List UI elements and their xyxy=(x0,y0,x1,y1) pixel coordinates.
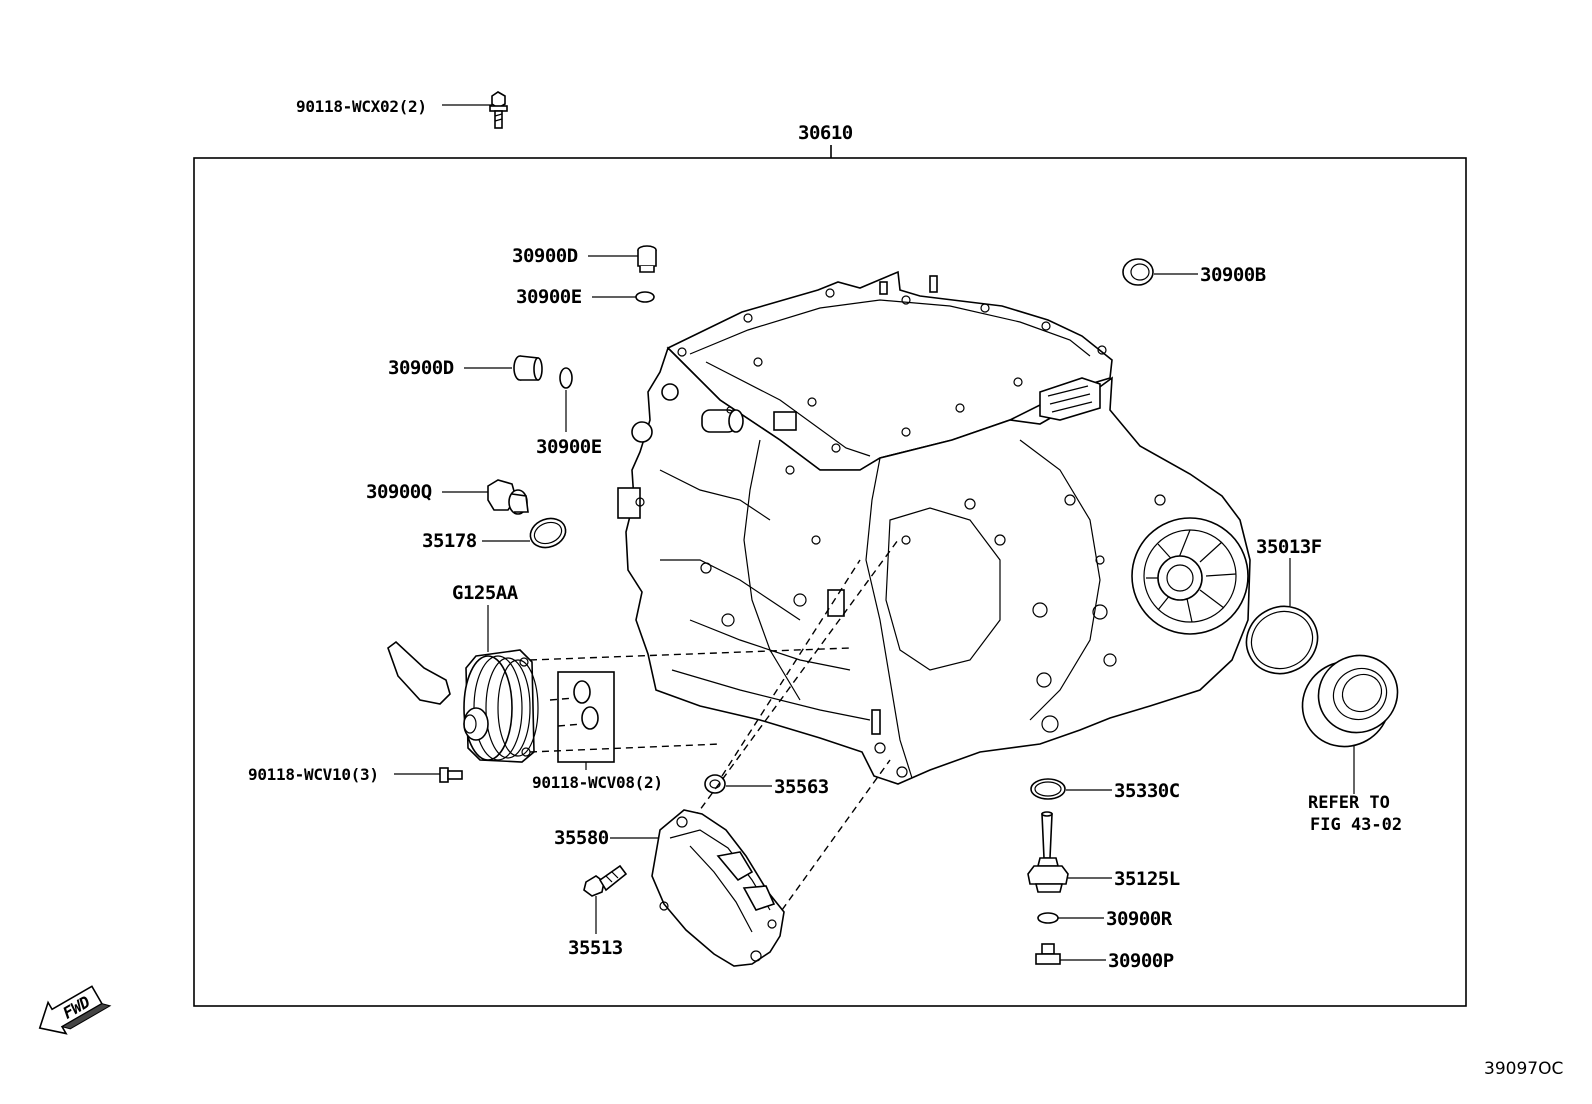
label-30900p[interactable]: 30900P xyxy=(1108,950,1174,972)
label-35580[interactable]: 35580 xyxy=(554,827,609,849)
plug-30900p-part xyxy=(1035,943,1061,965)
label-90118-wcv10[interactable]: 90118-WCV10(3) xyxy=(248,765,379,784)
label-30900d-1[interactable]: 30900D xyxy=(512,245,578,267)
figure-number: 39097OC xyxy=(1484,1059,1563,1079)
dash-cooler-top xyxy=(529,647,851,661)
oring-2-part xyxy=(581,706,599,730)
assembly-frame xyxy=(193,157,1467,1007)
bolt-35513-part xyxy=(583,864,628,897)
ring-30900e-2-part xyxy=(559,367,573,389)
label-35330c[interactable]: 35330C xyxy=(1114,780,1180,802)
label-35513[interactable]: 35513 xyxy=(568,937,623,959)
oil-cooler-g125aa-part xyxy=(387,640,539,763)
sensor-35125l-part xyxy=(1027,811,1069,893)
plug-30900d-1-part xyxy=(637,245,657,273)
label-refer-line2[interactable]: FIG 43-02 xyxy=(1310,815,1402,835)
label-90118-wcv08[interactable]: 90118-WCV08(2) xyxy=(532,773,663,792)
label-35013f[interactable]: 35013F xyxy=(1256,536,1322,558)
label-30900d-2[interactable]: 30900D xyxy=(388,357,454,379)
bolt-90118-wcv10-part xyxy=(439,767,463,783)
ring-35013f-part xyxy=(1245,605,1319,675)
label-35563[interactable]: 35563 xyxy=(774,776,829,798)
label-30610[interactable]: 30610 xyxy=(798,122,853,144)
dash-cooler-bottom xyxy=(529,743,721,753)
oil-seal-refer-part xyxy=(1301,654,1399,748)
transaxle-housing xyxy=(617,270,1251,785)
oil-pump-35580-part xyxy=(651,809,785,967)
ring-35178-part xyxy=(529,517,567,549)
oring-1-part xyxy=(573,680,591,704)
ring-30900e-1-part xyxy=(635,291,655,303)
label-30900e-1[interactable]: 30900E xyxy=(516,286,582,308)
label-35125l[interactable]: 35125L xyxy=(1114,868,1180,890)
plug-30900q-part xyxy=(487,479,529,515)
ring-30900r-part xyxy=(1037,912,1059,924)
label-30900b[interactable]: 30900B xyxy=(1200,264,1266,286)
label-30900q[interactable]: 30900Q xyxy=(366,481,432,503)
bolt-holes xyxy=(635,288,1166,778)
dash-pump-2 xyxy=(781,759,891,911)
label-35178[interactable]: 35178 xyxy=(422,530,477,552)
label-g125aa[interactable]: G125AA xyxy=(452,582,519,604)
label-30900r[interactable]: 30900R xyxy=(1106,908,1173,930)
label-refer-line1[interactable]: REFER TO xyxy=(1308,793,1390,813)
bolt-90118-wcx02-part xyxy=(489,91,508,129)
seal-35563-part xyxy=(704,774,726,794)
fwd-arrow-icon: FWD xyxy=(38,985,112,1035)
label-30900e-2[interactable]: 30900E xyxy=(536,436,602,458)
label-90118-wcx02[interactable]: 90118-WCX02(2) xyxy=(296,97,427,116)
plug-30900d-2-part xyxy=(513,355,543,381)
dash-pump-3 xyxy=(721,559,861,777)
dash-pump-1 xyxy=(693,539,899,819)
